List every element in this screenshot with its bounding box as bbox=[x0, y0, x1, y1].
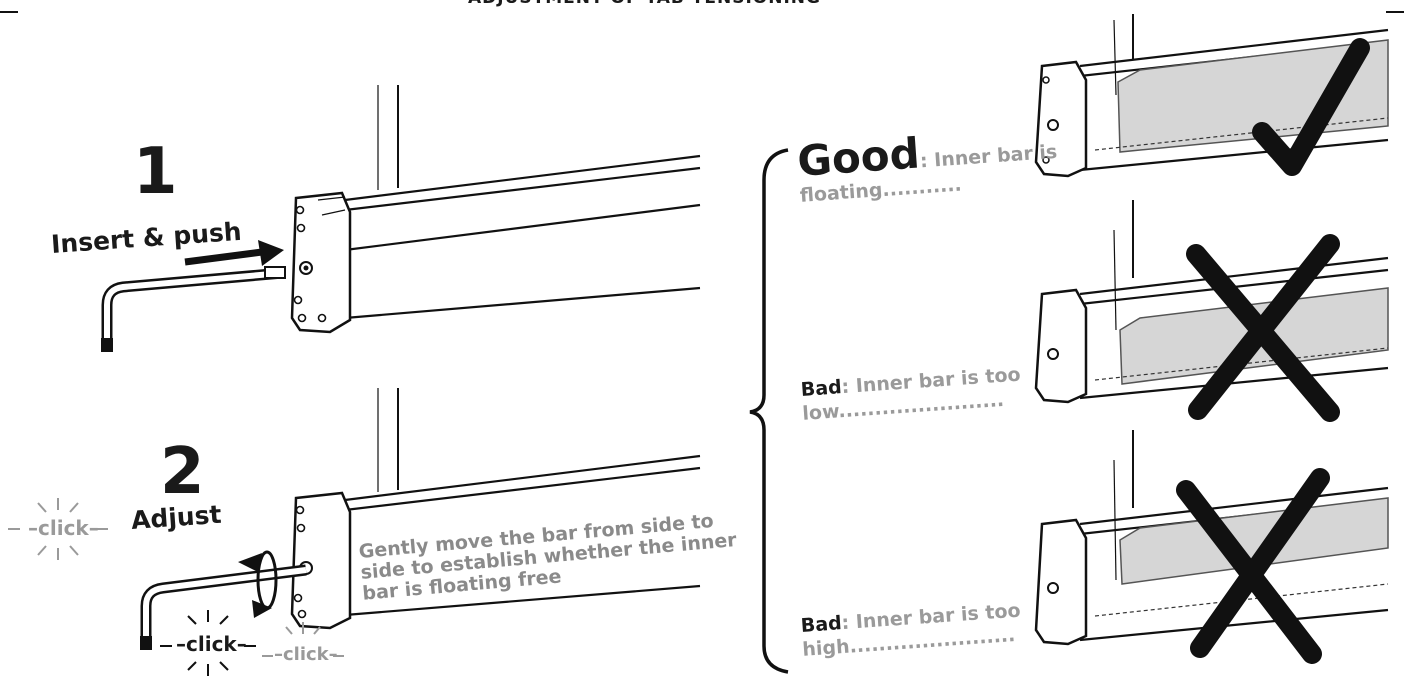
bar-step-1 bbox=[292, 85, 700, 332]
verdict-head: Bad bbox=[800, 376, 842, 401]
arrow-push bbox=[185, 252, 262, 262]
step-1-number: 1 bbox=[133, 140, 178, 204]
bar-bad-low bbox=[1036, 200, 1388, 402]
click-label: –click– bbox=[274, 646, 338, 664]
arrow-head bbox=[258, 240, 284, 266]
click-label: –click– bbox=[176, 634, 247, 654]
verdict-head: Bad bbox=[800, 612, 842, 637]
grouping-brace bbox=[750, 150, 788, 672]
click-label: –click– bbox=[28, 518, 99, 538]
step-2-number: 2 bbox=[160, 440, 205, 504]
step-2-title: Adjust bbox=[130, 502, 222, 533]
